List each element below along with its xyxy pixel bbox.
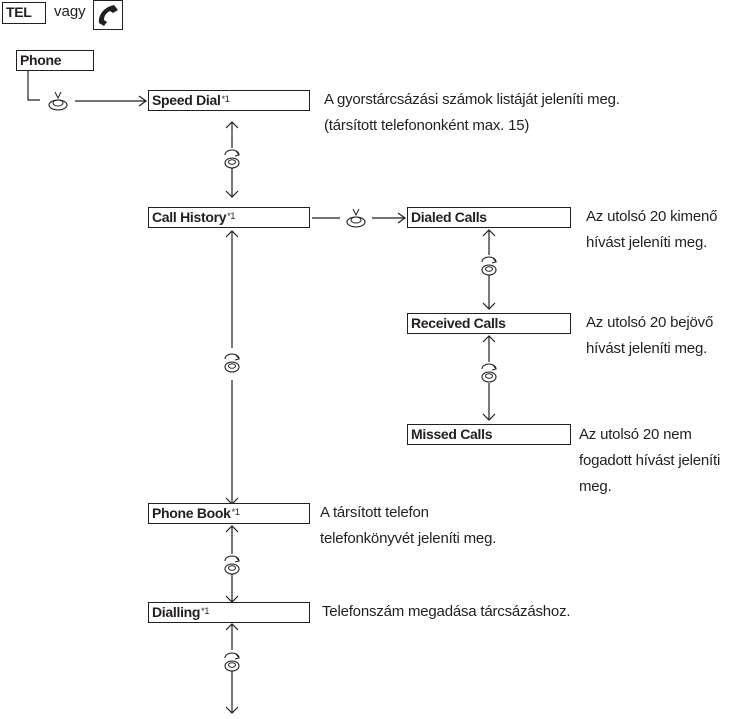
desc-line: A gyorstárcsázási számok listáját jelení…	[324, 91, 620, 108]
desc-line: fogadott hívást jeleníti	[579, 452, 721, 469]
tel-button-label: TEL	[2, 2, 46, 24]
phone-label: Phone	[20, 52, 62, 68]
call-history-item[interactable]: Call History*1	[148, 207, 310, 228]
phone-handset-icon	[93, 0, 123, 30]
rotate-knob-icon	[224, 149, 240, 169]
footnote-mark: *1	[221, 94, 230, 104]
desc-line: Az utolsó 20 bejövő	[586, 314, 714, 331]
rotate-knob-icon	[224, 652, 240, 672]
received-calls-label: Received Calls	[411, 315, 506, 331]
phone-book-description: A társított telefon telefonkönyvét jelen…	[320, 500, 496, 552]
rotate-knob-icon	[481, 256, 497, 276]
dialed-calls-item[interactable]: Dialed Calls	[407, 207, 571, 228]
desc-line: meg.	[579, 478, 612, 495]
dialling-label: Dialling	[152, 604, 201, 620]
desc-line: telefonkönyvét jeleníti meg.	[320, 530, 497, 547]
dialling-description: Telefonszám megadása tárcsázáshoz.	[322, 599, 571, 625]
footnote-mark: *1	[201, 606, 210, 616]
desc-line: Telefonszám megadása tárcsázáshoz.	[322, 603, 571, 620]
desc-line: A társított telefon	[320, 504, 429, 521]
tel-label: TEL	[6, 4, 32, 20]
received-calls-description: Az utolsó 20 bejövő hívást jeleníti meg.	[586, 310, 713, 362]
phone-book-item[interactable]: Phone Book*1	[148, 503, 310, 524]
footnote-mark: *1	[231, 507, 240, 517]
missed-calls-item[interactable]: Missed Calls	[407, 424, 571, 445]
speed-dial-description: A gyorstárcsázási számok listáját jelení…	[324, 87, 620, 139]
footnote-mark: *1	[227, 211, 236, 221]
missed-calls-description: Az utolsó 20 nem fogadott hívást jelenít…	[579, 422, 720, 500]
desc-line: hívást jeleníti meg.	[586, 234, 708, 251]
received-calls-item[interactable]: Received Calls	[407, 313, 571, 334]
call-history-label: Call History	[152, 209, 227, 225]
press-knob-icon	[48, 91, 68, 111]
speed-dial-item[interactable]: Speed Dial*1	[148, 90, 310, 111]
missed-calls-label: Missed Calls	[411, 426, 493, 442]
or-label: vagy	[54, 3, 86, 20]
dialling-item[interactable]: Dialling*1	[148, 602, 310, 623]
phone-menu-root: Phone	[16, 50, 94, 71]
rotate-knob-icon	[224, 555, 240, 575]
press-knob-icon	[346, 208, 366, 228]
rotate-knob-icon	[481, 363, 497, 383]
dialed-calls-label: Dialed Calls	[411, 209, 487, 225]
desc-line: Az utolsó 20 nem	[579, 426, 692, 443]
speed-dial-label: Speed Dial	[152, 92, 221, 108]
desc-line: Az utolsó 20 kimenő	[586, 208, 718, 225]
phone-book-label: Phone Book	[152, 505, 231, 521]
rotate-knob-icon	[224, 353, 240, 373]
desc-line: hívást jeleníti meg.	[586, 340, 708, 357]
dialed-calls-description: Az utolsó 20 kimenő hívást jeleníti meg.	[586, 204, 717, 256]
desc-line: (társított telefononként max. 15)	[324, 117, 530, 134]
